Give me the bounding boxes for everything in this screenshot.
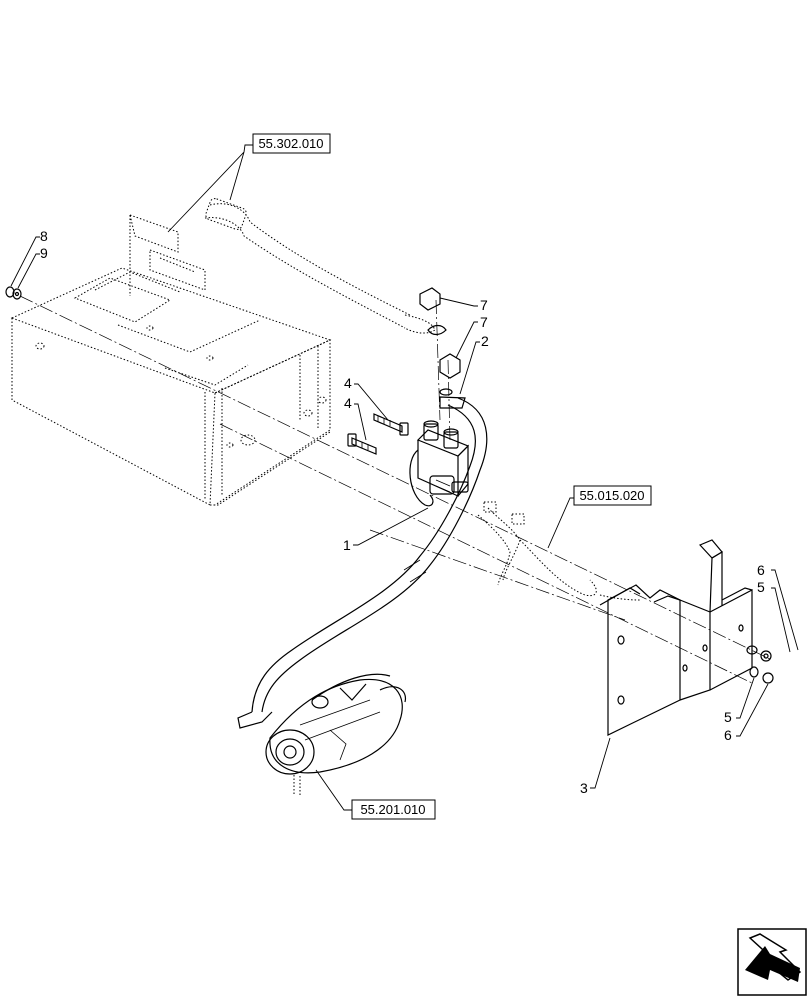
starter-cable [237, 396, 488, 729]
ref-box-harness[interactable]: 55.015.020 [573, 485, 652, 506]
mounting-bracket [599, 539, 753, 736]
callout-8: 8 [40, 228, 48, 244]
hardware [5, 286, 774, 684]
leader-harness [547, 497, 574, 549]
starter-motor [265, 673, 407, 796]
svg-text:55.201.010: 55.201.010 [360, 802, 425, 817]
assembly-axis-lines [19, 295, 773, 684]
callout-5a: 5 [757, 579, 765, 595]
callout-3: 3 [580, 780, 588, 796]
navigation-arrow-icon[interactable] [737, 928, 807, 996]
callout-7a: 7 [480, 297, 488, 313]
svg-text:55.302.010: 55.302.010 [258, 136, 323, 151]
starter-solenoid [409, 420, 470, 507]
ref-box-fuel-tank[interactable]: 55.302.010 [252, 133, 331, 154]
callout-4a: 4 [344, 375, 352, 391]
harness-phantom [477, 501, 641, 601]
svg-text:55.015.020: 55.015.020 [579, 488, 644, 503]
callout-2: 2 [481, 333, 489, 349]
callout-7b: 7 [480, 314, 488, 330]
leader-starter [315, 769, 352, 811]
callout-1: 1 [343, 537, 351, 553]
leader-fuel-tank [167, 144, 253, 233]
callout-5b: 5 [724, 709, 732, 725]
callout-9: 9 [40, 245, 48, 261]
fuel-tank-phantom [10, 214, 332, 506]
callout-6b: 6 [724, 727, 732, 743]
callout-4b: 4 [344, 395, 352, 411]
callout-6a: 6 [757, 562, 765, 578]
ref-box-starter[interactable]: 55.201.010 [351, 799, 436, 820]
battery-cable-phantom [204, 198, 436, 334]
